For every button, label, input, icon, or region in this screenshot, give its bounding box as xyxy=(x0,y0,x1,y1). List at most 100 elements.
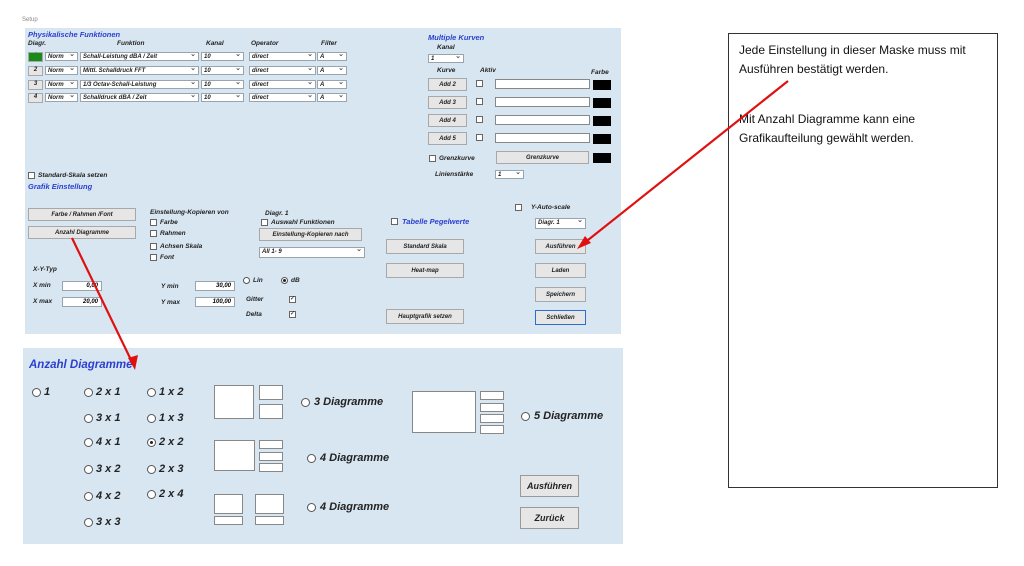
kanal-select-2[interactable]: 10 xyxy=(201,66,244,75)
option-2x4-radio[interactable] xyxy=(147,490,156,499)
kopieren-rahmen-checkbox[interactable] xyxy=(150,230,157,237)
layout-4a-radio[interactable] xyxy=(307,454,316,463)
anzahl-diagramme-button[interactable]: Anzahl Diagramme xyxy=(28,226,136,239)
option-3x2-radio[interactable] xyxy=(84,465,93,474)
standard-skala-checkbox[interactable] xyxy=(28,172,35,179)
norm-select-2[interactable]: Norm xyxy=(45,66,78,75)
option-3x2-label: 3 x 2 xyxy=(96,463,121,475)
grenzkurve-button[interactable]: Grenzkurve xyxy=(496,151,589,164)
kanal-select-3[interactable]: 10 xyxy=(201,80,244,89)
diagr-3-button[interactable]: 3 xyxy=(28,80,43,90)
option-1x2-label: 1 x 2 xyxy=(159,386,184,398)
kurve-5-field[interactable] xyxy=(495,133,590,143)
ymin-field[interactable]: 30,00 xyxy=(195,281,235,291)
option-4x2-radio[interactable] xyxy=(84,492,93,501)
norm-select-3[interactable]: Norm xyxy=(45,80,78,89)
option-4x1-radio[interactable] xyxy=(84,438,93,447)
diagr-select[interactable]: Diagr. 1 xyxy=(535,218,586,229)
kopieren-achsen-checkbox[interactable] xyxy=(150,243,157,250)
option-2x1-radio[interactable] xyxy=(84,388,93,397)
farbe-5-swatch[interactable] xyxy=(593,134,611,144)
schliessen-button[interactable]: Schließen xyxy=(535,310,586,325)
xmin-field[interactable]: 0,00 xyxy=(62,281,102,291)
option-1x3-radio[interactable] xyxy=(147,414,156,423)
layout-3-radio[interactable] xyxy=(301,398,310,407)
kopieren-farbe-checkbox[interactable] xyxy=(150,219,157,226)
kanal-select-4[interactable]: 10 xyxy=(201,93,244,102)
operator-select-3[interactable]: direct xyxy=(249,80,316,89)
zurueck-button[interactable]: Zurück xyxy=(520,507,579,529)
multi-kanal-label: Kanal xyxy=(437,44,455,51)
kopieren-font-checkbox[interactable] xyxy=(150,254,157,261)
option-4x1-label: 4 x 1 xyxy=(96,436,121,448)
hauptgrafik-button[interactable]: Hauptgrafik setzen xyxy=(386,309,464,324)
aktiv-4-checkbox[interactable] xyxy=(476,116,483,123)
grenzkurve-swatch[interactable] xyxy=(593,153,611,163)
norm-select-1[interactable]: Norm xyxy=(45,52,78,61)
kopieren-nach-button[interactable]: Einstellung-Kopieren nach xyxy=(259,228,362,241)
delta-checkbox[interactable]: ✓ xyxy=(289,311,296,318)
speichern-button[interactable]: Speichern xyxy=(535,287,586,302)
tabelle-checkbox[interactable] xyxy=(391,218,398,225)
kurve-3-field[interactable] xyxy=(495,97,590,107)
filter-select-4[interactable]: A xyxy=(317,93,347,102)
laden-button[interactable]: Laden xyxy=(535,263,586,278)
funktion-select-2[interactable]: Mittl. Schalldruck FFT xyxy=(80,66,199,75)
gitter-checkbox[interactable]: ✓ xyxy=(289,296,296,303)
linienstaerke-select[interactable]: 1 xyxy=(495,170,524,179)
all-select[interactable]: All 1- 9 xyxy=(259,247,365,258)
note-box: Jede Einstellung in dieser Maske muss mi… xyxy=(728,33,998,488)
operator-select-1[interactable]: direct xyxy=(249,52,316,61)
filter-select-1[interactable]: A xyxy=(317,52,347,61)
option-2x2-radio[interactable] xyxy=(147,438,156,447)
option-1-radio[interactable] xyxy=(32,388,41,397)
multi-kanal-select[interactable]: 1 xyxy=(428,54,464,63)
operator-select-4[interactable]: direct xyxy=(249,93,316,102)
standard-skala-button[interactable]: Standard Skala xyxy=(386,239,464,254)
add-5-button[interactable]: Add 5 xyxy=(428,132,467,145)
diagr-2-button[interactable]: 2 xyxy=(28,66,43,76)
option-1x2-radio[interactable] xyxy=(147,388,156,397)
funktion-select-1[interactable]: Schall-Leistung dBA / Zeit xyxy=(80,52,199,61)
kurve-4-field[interactable] xyxy=(495,115,590,125)
add-3-button[interactable]: Add 3 xyxy=(428,96,467,109)
farbe-3-swatch[interactable] xyxy=(593,98,611,108)
col-kanal: Kanal xyxy=(206,40,224,47)
filter-select-3[interactable]: A xyxy=(317,80,347,89)
layout-4b-radio[interactable] xyxy=(307,503,316,512)
add-4-button[interactable]: Add 4 xyxy=(428,114,467,127)
option-2x3-radio[interactable] xyxy=(147,465,156,474)
y-autoscale-label: Y-Auto-scale xyxy=(531,204,571,211)
ymax-field[interactable]: 100,00 xyxy=(195,297,235,307)
operator-select-2[interactable]: direct xyxy=(249,66,316,75)
norm-select-4[interactable]: Norm xyxy=(45,93,78,102)
ausfuehren-button-bottom[interactable]: Ausführen xyxy=(520,475,579,497)
farbe-rahmen-font-button[interactable]: Farbe / Rahmen /Font xyxy=(28,208,136,221)
aktiv-5-checkbox[interactable] xyxy=(476,134,483,141)
option-3x3-radio[interactable] xyxy=(84,518,93,527)
xmax-field[interactable]: 20,00 xyxy=(62,297,102,307)
add-2-button[interactable]: Add 2 xyxy=(428,78,467,91)
db-radio[interactable] xyxy=(281,277,288,284)
lin-radio[interactable] xyxy=(243,277,250,284)
ausfuehren-button-top[interactable]: Ausführen xyxy=(535,239,586,254)
farbe-2-swatch[interactable] xyxy=(593,80,611,90)
kurve-2-field[interactable] xyxy=(495,79,590,89)
aktiv-2-checkbox[interactable] xyxy=(476,80,483,87)
heatmap-button[interactable]: Heat-map xyxy=(386,263,464,278)
funktion-select-4[interactable]: Schalldruck dBA / Zeit xyxy=(80,93,199,102)
farbe-4-swatch[interactable] xyxy=(593,116,611,126)
funktion-select-3[interactable]: 1/3 Octav-Schall-Leistung xyxy=(80,80,199,89)
auswahl-funktionen-checkbox[interactable] xyxy=(261,219,268,226)
layout3-small-box xyxy=(259,385,283,400)
aktiv-3-checkbox[interactable] xyxy=(476,98,483,105)
grenzkurve-checkbox[interactable] xyxy=(429,155,436,162)
y-autoscale-checkbox[interactable] xyxy=(515,204,522,211)
filter-select-2[interactable]: A xyxy=(317,66,347,75)
layout-5-radio[interactable] xyxy=(521,412,530,421)
xmax-label: X max xyxy=(33,298,53,305)
kanal-select-1[interactable]: 10 xyxy=(201,52,244,61)
option-3x1-radio[interactable] xyxy=(84,414,93,423)
diagr-4-button[interactable]: 4 xyxy=(28,93,43,103)
diagr-1-button[interactable]: 1 xyxy=(28,52,43,62)
